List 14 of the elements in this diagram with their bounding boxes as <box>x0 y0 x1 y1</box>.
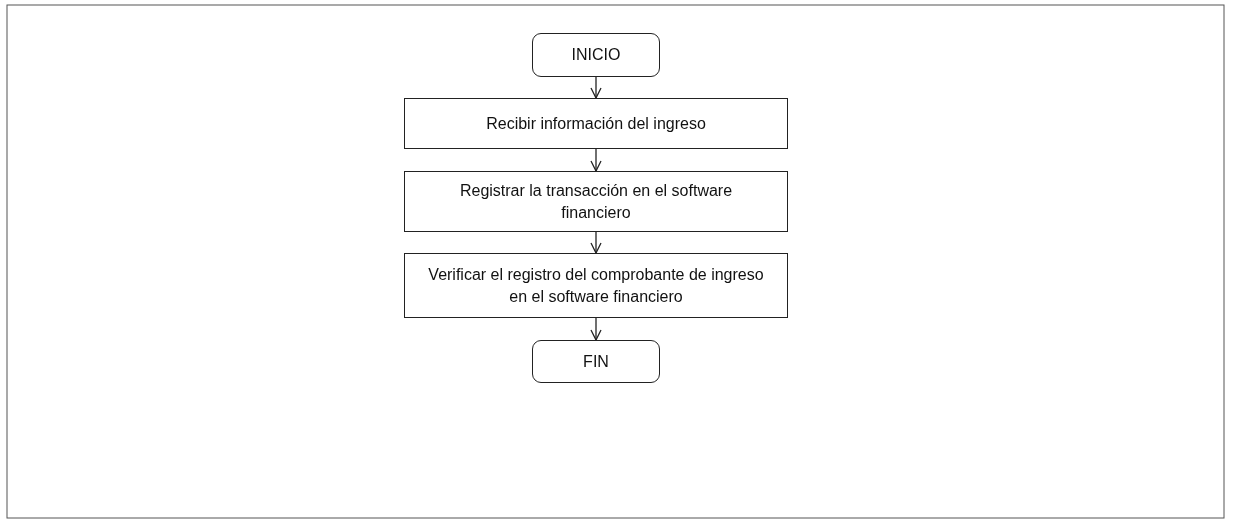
process-box <box>404 98 788 149</box>
arrow <box>590 231 602 254</box>
step-text: Registrar la transacción en el software financiero <box>458 180 734 223</box>
step-text: INICIO <box>571 45 621 66</box>
arrow <box>590 148 602 172</box>
step-text: FIN <box>583 351 609 372</box>
step-text: Recibir información del ingreso <box>486 113 706 134</box>
process-box <box>404 171 788 232</box>
arrow <box>590 76 602 99</box>
terminal-box <box>532 33 660 77</box>
terminal-box <box>532 340 660 383</box>
process-box <box>404 253 788 318</box>
step-text: Verificar el registro del comprobante de ingreso en el software financiero <box>427 264 765 307</box>
arrow <box>590 317 602 341</box>
